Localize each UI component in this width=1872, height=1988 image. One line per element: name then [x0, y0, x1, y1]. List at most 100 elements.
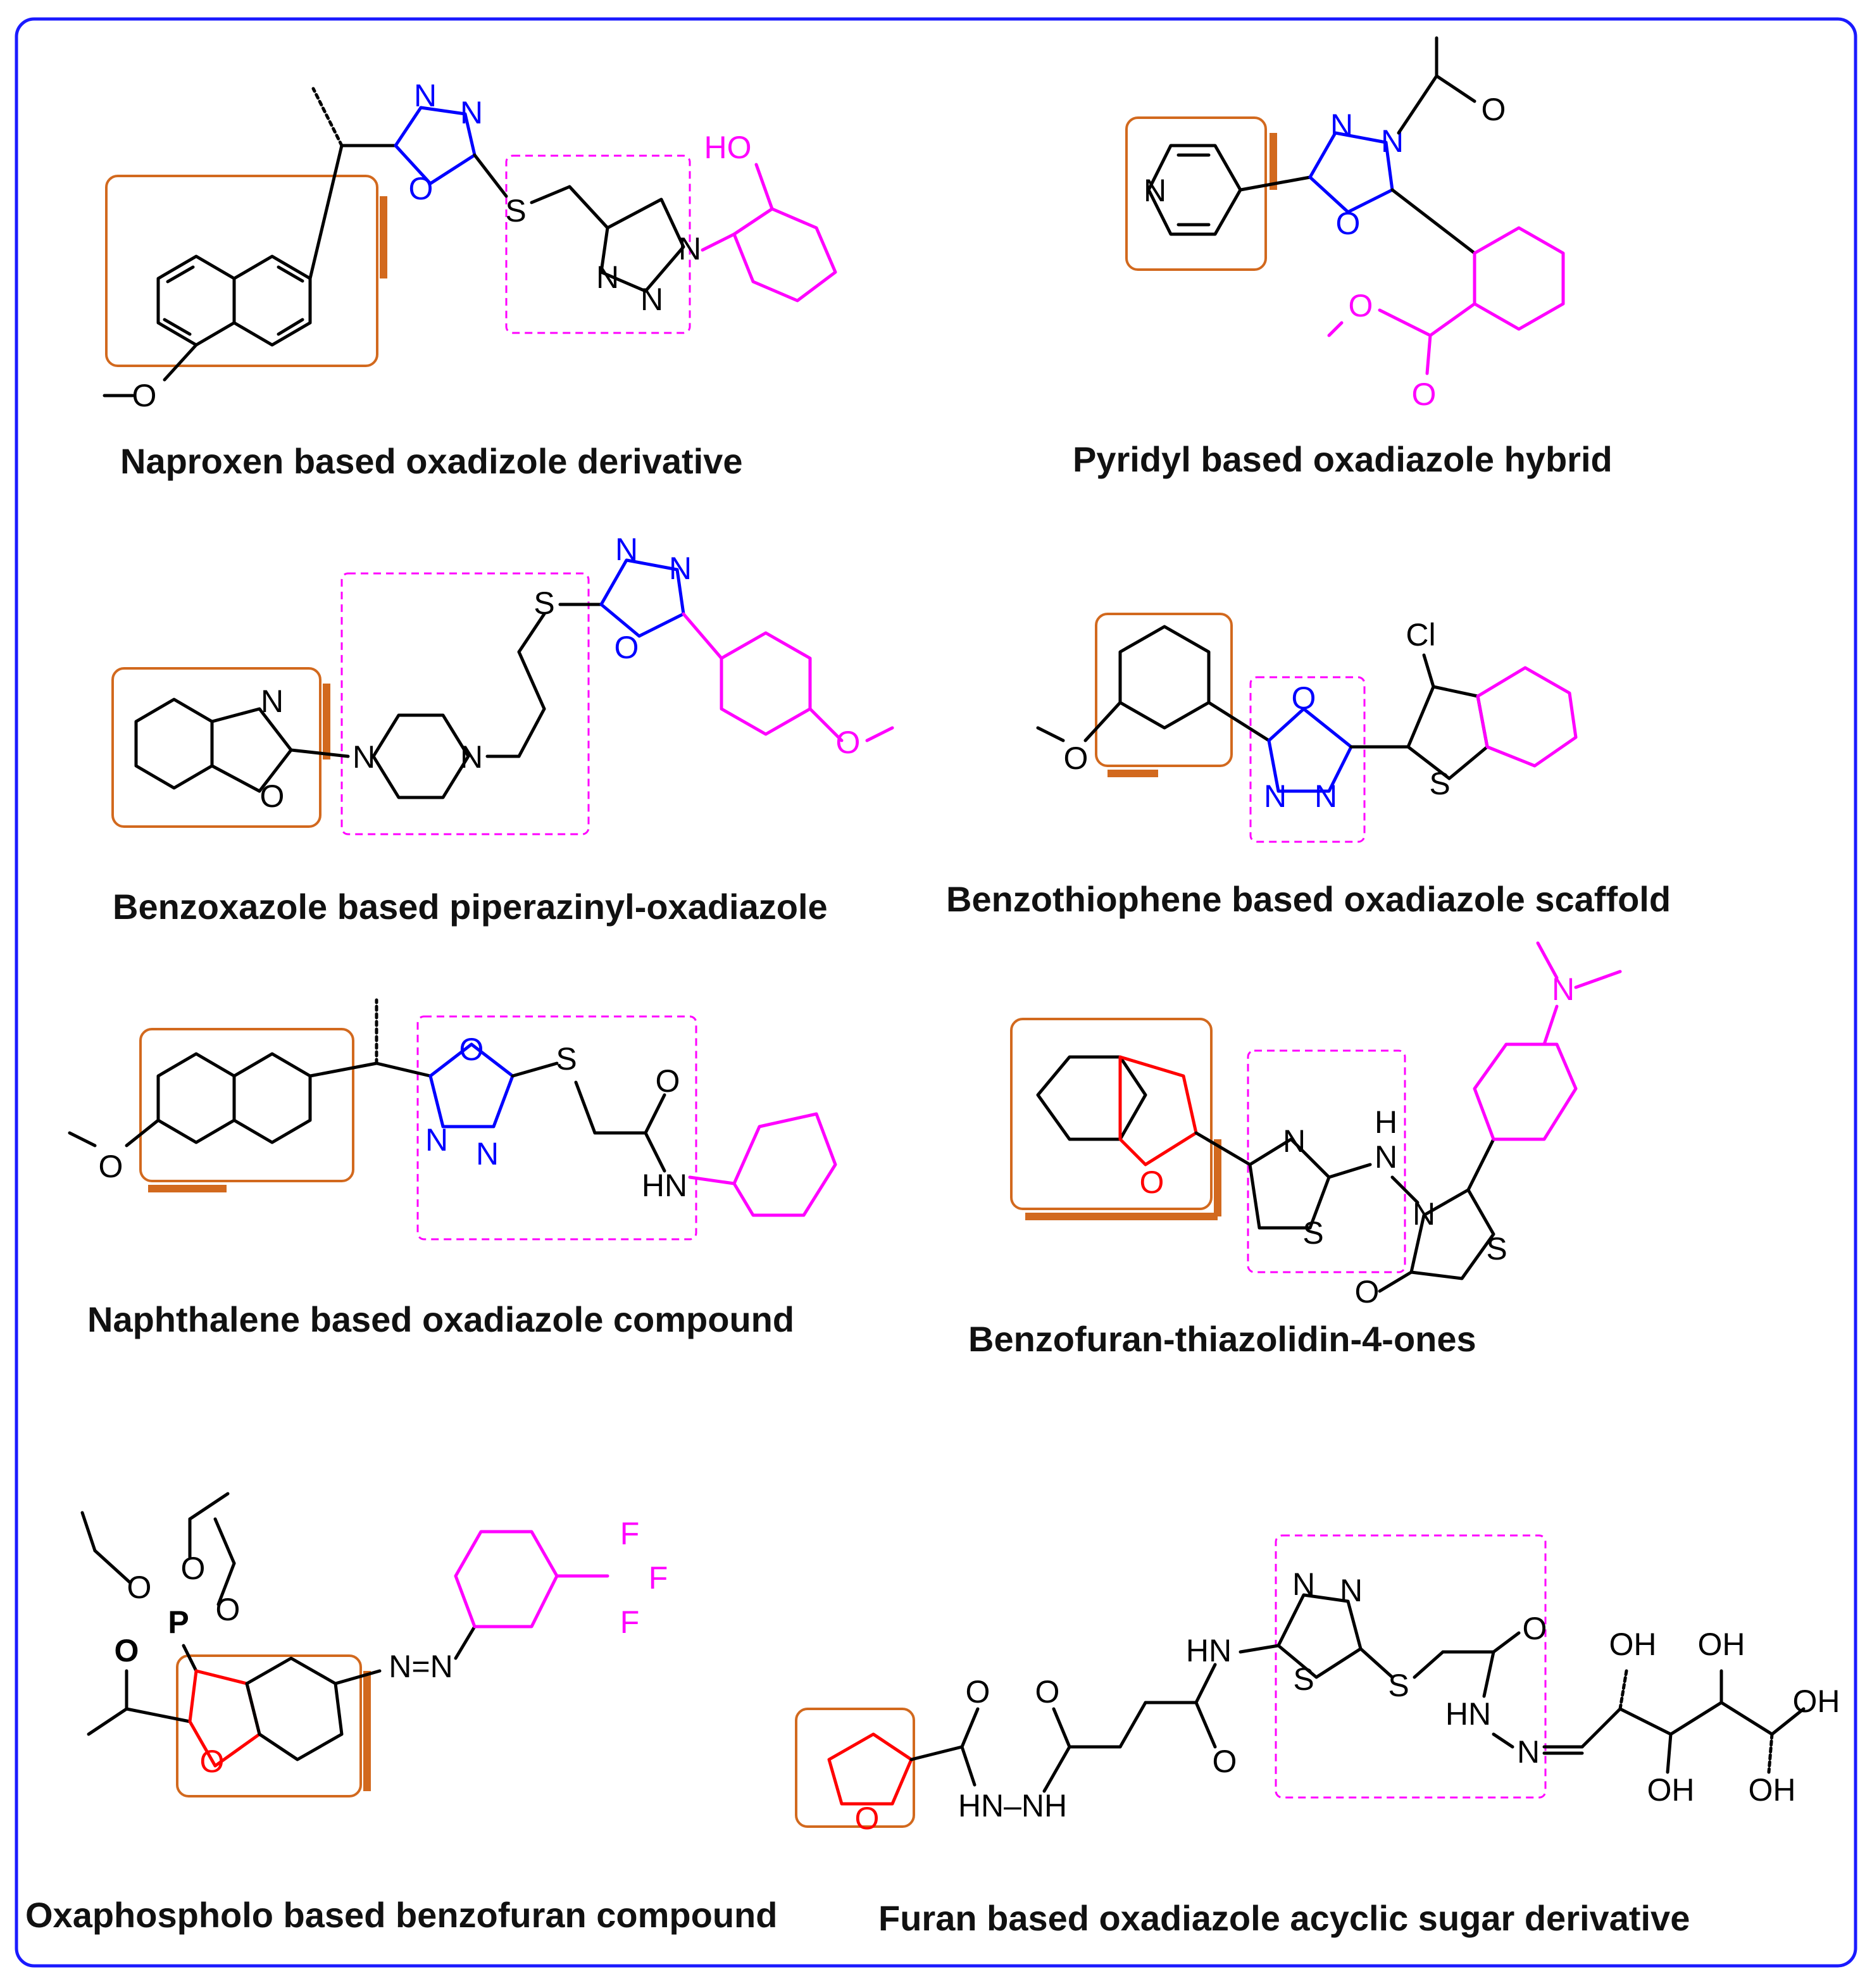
oxadiazole-n1: N — [414, 78, 437, 113]
highlight-box — [1125, 116, 1267, 271]
oxadiazole-o: O — [1336, 206, 1361, 241]
oxadiazole-ring — [428, 1042, 515, 1128]
linker-box — [1247, 1049, 1406, 1273]
thiadiazole-s: S — [1293, 1661, 1314, 1697]
methoxy-o: O — [99, 1149, 123, 1184]
phenyl-ring — [732, 1112, 837, 1217]
caption-benzoxazole: Benzoxazole based piperazinyl-oxadiazole — [113, 887, 828, 927]
oxadiazole-ring — [394, 106, 477, 185]
hydrazone-h: H — [1375, 1104, 1397, 1140]
thiophene-s: S — [1429, 766, 1450, 801]
triazole-n3: N — [640, 282, 663, 317]
panel-naphthalene: O O N N S O HN Naphthalene based oxadiaz… — [68, 998, 837, 1339]
caption-benzofuran-thiazolidinone: Benzofuran-thiazolidin-4-ones — [968, 1319, 1476, 1359]
benzo-ring — [1476, 666, 1578, 768]
phosphorus-p: P — [168, 1604, 189, 1640]
figure-frame — [15, 17, 1857, 1968]
hydroxyl-oh1: OH — [1609, 1627, 1657, 1662]
carbonyl-o2: O — [1035, 1674, 1060, 1710]
methoxy-o: O — [836, 725, 861, 760]
furan-ring — [827, 1732, 913, 1806]
linker-box — [340, 572, 590, 835]
panel-pyridyl: N N N O O O O Pyridyl based oxadiazole h… — [1073, 36, 1613, 479]
oxadiazole-o: O — [615, 630, 639, 665]
thioether-s: S — [1388, 1668, 1409, 1703]
hydrazide-hn-nh: HN–NH — [958, 1788, 1067, 1823]
pyridine-ring — [1147, 144, 1242, 236]
phenyl-ring — [1473, 226, 1565, 331]
thiazole-s: S — [1302, 1215, 1323, 1251]
carbonyl-o1: O — [966, 1674, 990, 1710]
hydroxyl-oh5: OH — [1749, 1772, 1796, 1808]
highlight-box — [139, 1028, 354, 1182]
oxadiazole-n2: N — [669, 551, 692, 586]
caption-benzothiophene: Benzothiophene based oxadiazole scaffold — [946, 879, 1671, 919]
oxadiazole-o: O — [459, 1032, 484, 1067]
triazole-ring — [599, 197, 685, 293]
naphthalene-ring-b — [232, 1052, 312, 1144]
linker-box — [416, 1015, 697, 1241]
dihydrofuran-ring — [188, 1669, 261, 1768]
panel-naproxen: O N N O S N N N HO Naproxen based oxadiz… — [103, 78, 837, 481]
benzene-ring — [134, 697, 214, 790]
methoxy-o: O — [1064, 741, 1089, 776]
panel-benzoxazole: N O N N S N N O O Benzoxazole based pipe… — [111, 532, 894, 927]
oxadiazole-ring — [1267, 707, 1353, 793]
naphthalene-ring-b — [232, 254, 312, 347]
caption-furan-sugar: Furan based oxadiazole acyclic sugar der… — [878, 1898, 1690, 1938]
dimethylaminophenyl-ring — [1473, 1042, 1578, 1141]
hydroxyl-oh3: OH — [1793, 1684, 1840, 1719]
oxadiazole-o: O — [1292, 680, 1316, 716]
methoxyphenyl-ring — [1118, 625, 1211, 730]
oxazole-o: O — [260, 778, 285, 814]
thioether-s: S — [534, 585, 554, 621]
thiadiazole-ring — [1276, 1593, 1363, 1679]
naphthalene-ring-a — [156, 254, 236, 347]
methoxy-o: O — [132, 378, 157, 413]
oxadiazole-o: O — [409, 171, 434, 206]
caption-pyridyl: Pyridyl based oxadiazole hybrid — [1073, 439, 1613, 479]
hydroxyphenyl-ring — [732, 207, 837, 303]
thiadiazole-n2: N — [1340, 1573, 1363, 1608]
thiazolidinone-ring — [1409, 1188, 1495, 1280]
panel-benzofuran-thiazolidinone: O N S H N N S O N Benzofuran-thiazolidin… — [968, 941, 1622, 1359]
highlight-box — [1095, 613, 1233, 767]
panel-furan-sugar: O O HN–NH O O HN N N S S O HN N — [795, 1534, 1840, 1938]
hydrazone-n: N — [1375, 1139, 1397, 1175]
oxazole-n: N — [261, 684, 284, 719]
fluoro-f1: F — [620, 1516, 640, 1551]
hydrazone-hn: HN — [1445, 1696, 1491, 1732]
oxadiazole-n2: N — [476, 1136, 499, 1172]
ring-o: O — [115, 1633, 139, 1668]
highlight-box — [176, 1654, 362, 1797]
piperazine-n2: N — [460, 739, 483, 775]
oxadiazole-n2: N — [460, 95, 483, 130]
triazole-n1: N — [678, 231, 701, 266]
ester-o: O — [1349, 288, 1373, 323]
highlight-box — [111, 667, 321, 828]
oxadiazole-n2: N — [1314, 778, 1337, 814]
piperazine-n1: N — [353, 739, 375, 775]
naphthalene-ring-a — [156, 1052, 236, 1144]
benzene-ring — [245, 1656, 344, 1761]
amide-hn: HN — [642, 1168, 687, 1203]
thioether-s: S — [556, 1041, 577, 1077]
thiazole-ring — [1248, 1137, 1331, 1230]
caption-naproxen: Naproxen based oxadizole derivative — [120, 441, 742, 481]
piperazine-ring — [371, 713, 470, 799]
ethoxy-o1: O — [127, 1570, 152, 1605]
furan-o: O — [855, 1801, 880, 1836]
caption-naphthalene: Naphthalene based oxadiazole compound — [87, 1299, 794, 1339]
ethoxy-o3: O — [216, 1592, 240, 1627]
thiadiazole-n1: N — [1292, 1566, 1315, 1602]
azo-n-n: N=N — [389, 1649, 452, 1684]
methoxyphenyl-ring — [720, 631, 812, 736]
highlight-box — [105, 175, 378, 367]
carbonyl-o4: O — [1523, 1611, 1547, 1646]
fluoro-f2: F — [649, 1560, 668, 1596]
carbonyl-o3: O — [1213, 1744, 1237, 1779]
thiazole-n: N — [1283, 1123, 1306, 1159]
oxadiazole-n1: N — [425, 1122, 448, 1158]
highlight-box — [795, 1708, 915, 1828]
